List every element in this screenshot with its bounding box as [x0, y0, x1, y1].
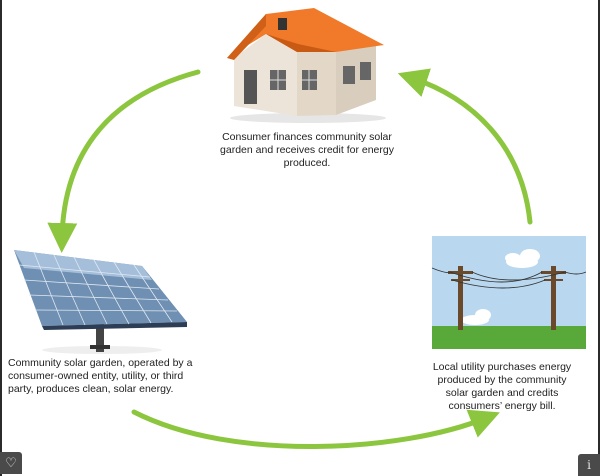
- arrow-house-to-solar: [47, 69, 201, 253]
- favorite-button[interactable]: ♡: [0, 452, 22, 474]
- arrow-solar-to-utility: [131, 409, 500, 449]
- info-button[interactable]: i: [578, 454, 600, 476]
- info-icon: i: [587, 458, 591, 472]
- caption-utility-purchases: Local utility purchases energy produced …: [432, 361, 572, 412]
- caption-consumer-finances: Consumer finances community solar garden…: [220, 131, 394, 169]
- heart-icon: ♡: [5, 455, 17, 470]
- arrow-utility-to-house: [397, 68, 533, 225]
- caption-solar-garden: Community solar garden, operated by a co…: [8, 357, 193, 395]
